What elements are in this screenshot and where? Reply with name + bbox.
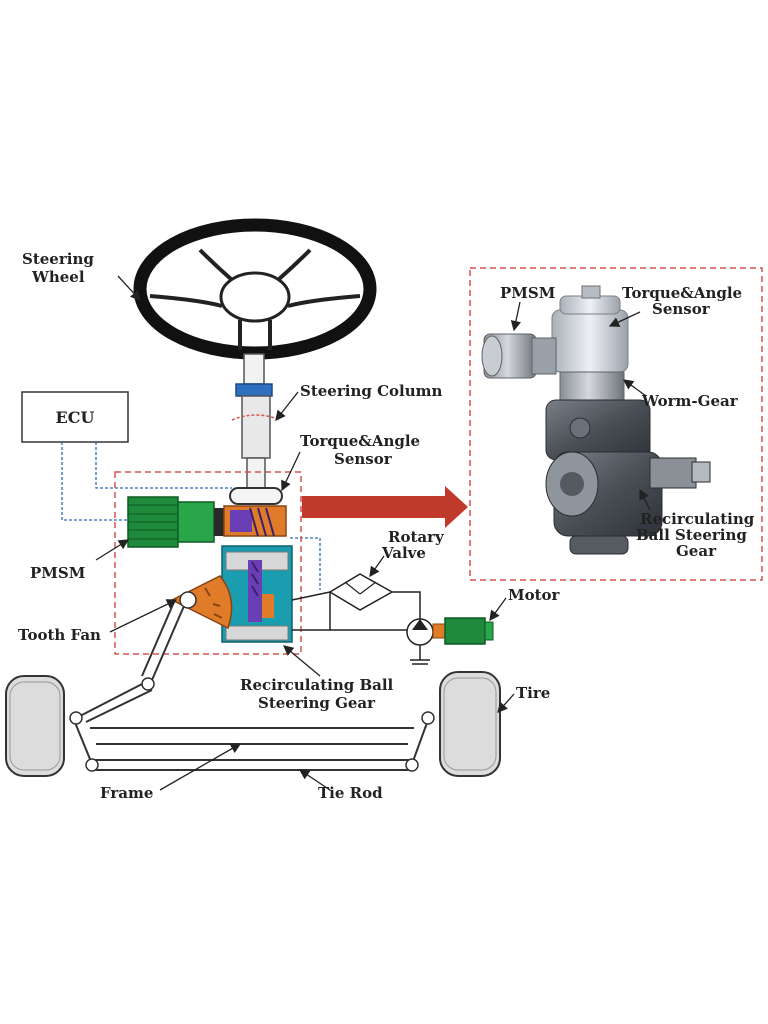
ecu-label: ECU (56, 408, 95, 427)
inset-label-torque-sensor-line2: Sensor (652, 300, 711, 318)
inset-label-rb-gear-line3: Gear (676, 542, 717, 560)
linkage (73, 601, 429, 771)
label-steering-wheel-line2: Wheel (31, 268, 85, 286)
ecu-box: ECU (21, 391, 129, 443)
rotary-valve (291, 573, 421, 631)
leader-lines (95, 275, 651, 791)
right-tire (439, 671, 501, 777)
label-steering-column: Steering Column (300, 382, 442, 400)
eps-assembly-frame (114, 471, 302, 655)
inset-label-worm-gear: Worm-Gear (641, 392, 739, 410)
inset-label-pmsm: PMSM (500, 284, 555, 302)
label-tie-rod: Tie Rod (318, 784, 383, 802)
label-rb-gear-line2: Steering Gear (258, 694, 376, 712)
signal-lines (61, 442, 321, 590)
label-tooth-fan: Tooth Fan (18, 626, 101, 644)
worm-gear (223, 505, 287, 537)
zoom-arrow (302, 486, 468, 528)
inset-label-torque-sensor-line1: Torque&Angle (622, 284, 742, 302)
eps-photo (481, 285, 711, 555)
label-pmsm: PMSM (30, 564, 85, 582)
left-tire (5, 675, 65, 777)
label-torque-sensor-line2: Sensor (334, 450, 393, 468)
pmsm-motor (127, 496, 224, 548)
label-rb-gear-line1: Recirculating Ball (240, 676, 394, 694)
steering-column (229, 353, 283, 505)
inset-label-rb-gear-line1: Recirculating (640, 510, 755, 528)
recirculating-ball-gear (221, 545, 293, 643)
label-motor: Motor (508, 586, 561, 604)
motor-pump (406, 617, 494, 665)
label-tire: Tire (516, 684, 550, 702)
label-rotary-valve-line2: Valve (381, 544, 426, 562)
inset-label-rb-gear-line2: Ball Steering (636, 526, 747, 544)
joints (69, 677, 435, 772)
label-rotary-valve-line1: Rotary (388, 528, 445, 546)
label-steering-wheel-line1: Steering (22, 250, 94, 268)
steering-wheel (133, 218, 377, 360)
label-torque-sensor-line1: Torque&Angle (300, 432, 420, 450)
label-frame: Frame (100, 784, 153, 802)
tooth-fan (170, 575, 233, 630)
